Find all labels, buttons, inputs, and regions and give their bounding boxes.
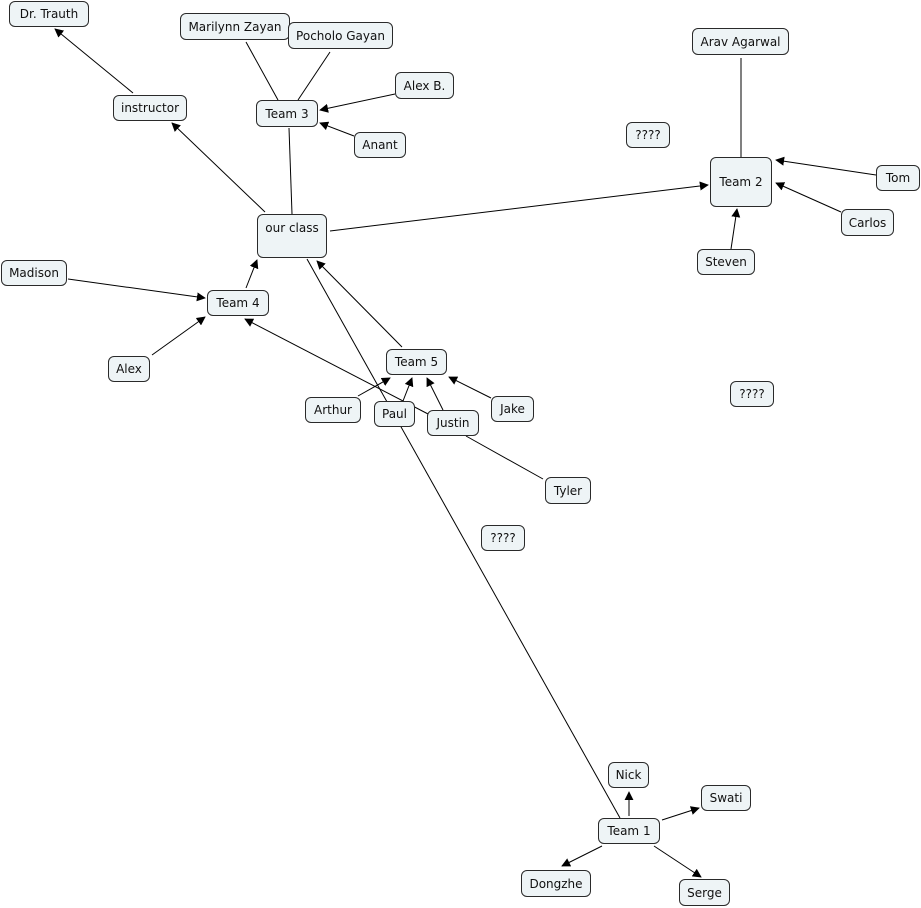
- edge-team4-our-class: [245, 259, 259, 289]
- edge-our-class-team1: [306, 258, 621, 819]
- edge-alex-team4: [151, 316, 206, 356]
- node-team4[interactable]: Team 4: [207, 290, 269, 316]
- node-carlos[interactable]: Carlos: [841, 209, 894, 236]
- edge-team1-dongzhe: [561, 845, 603, 867]
- node-justin[interactable]: Justin: [427, 410, 479, 436]
- edge-steven-team2: [730, 208, 741, 250]
- node-steven[interactable]: Steven: [697, 249, 755, 275]
- node-unknown-1[interactable]: ????: [626, 122, 670, 148]
- node-pocholo-gayan[interactable]: Pocholo Gayan: [288, 22, 393, 49]
- edge-justin-team5: [426, 377, 444, 411]
- edge-paul-team5: [402, 377, 414, 402]
- edge-jake-team5: [448, 376, 492, 399]
- node-jake[interactable]: Jake: [491, 396, 534, 422]
- node-instructor[interactable]: instructor: [113, 95, 187, 121]
- edge-team1-serge: [653, 845, 702, 878]
- edge-team5-our-class: [316, 260, 403, 348]
- edge-madison-team4: [67, 278, 206, 302]
- edge-anant-team3: [319, 121, 355, 137]
- edge-justin-tyler: [465, 435, 544, 480]
- edge-tom-team2: [775, 156, 877, 176]
- node-arav-agarwal[interactable]: Arav Agarwal: [692, 28, 789, 55]
- node-team3[interactable]: Team 3: [256, 100, 318, 127]
- edge-marilynn-team3: [245, 41, 279, 101]
- edge-team3-our-class: [288, 127, 293, 215]
- node-team5[interactable]: Team 5: [386, 349, 447, 375]
- node-team2[interactable]: Team 2: [710, 157, 772, 207]
- node-tyler[interactable]: Tyler: [545, 477, 591, 504]
- edge-team1-swati: [661, 806, 700, 821]
- edge-carlos-team2: [775, 182, 842, 213]
- node-dr-trauth[interactable]: Dr. Trauth: [9, 1, 89, 27]
- edge-alex-b-team3: [319, 93, 396, 113]
- node-alex-b[interactable]: Alex B.: [395, 72, 454, 99]
- node-team1[interactable]: Team 1: [598, 818, 660, 844]
- node-tom[interactable]: Tom: [876, 165, 920, 191]
- node-madison[interactable]: Madison: [1, 260, 67, 286]
- edge-our-class-instructor: [171, 122, 266, 213]
- node-marilynn-zayan[interactable]: Marilynn Zayan: [180, 13, 290, 40]
- node-unknown-2[interactable]: ????: [730, 381, 774, 407]
- node-nick[interactable]: Nick: [608, 762, 649, 788]
- node-serge[interactable]: Serge: [679, 879, 730, 906]
- node-our-class[interactable]: our class: [257, 214, 327, 258]
- node-alex[interactable]: Alex: [108, 356, 150, 382]
- edge-pocholo-team3: [297, 51, 331, 101]
- node-unknown-3[interactable]: ????: [481, 525, 525, 551]
- edge-justin-team4: [244, 318, 431, 416]
- node-swati[interactable]: Swati: [701, 785, 751, 811]
- node-anant[interactable]: Anant: [354, 132, 406, 158]
- edge-our-class-team2: [329, 181, 709, 232]
- node-arthur[interactable]: Arthur: [305, 397, 361, 423]
- edge-instructor-dr-trauth: [54, 28, 134, 94]
- node-paul[interactable]: Paul: [374, 401, 415, 427]
- edge-arthur-team5: [357, 377, 391, 397]
- node-dongzhe[interactable]: Dongzhe: [521, 870, 591, 897]
